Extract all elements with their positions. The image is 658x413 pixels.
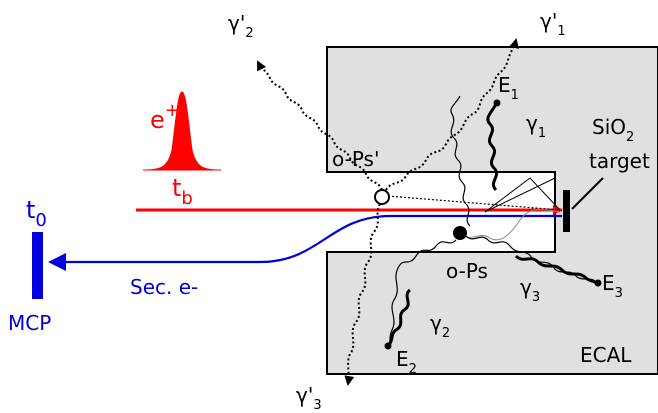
gamma-1-track-bold <box>486 103 499 192</box>
ops-diffusion-track <box>459 209 561 241</box>
ecal-inner-outline <box>327 171 555 253</box>
positron-pulse <box>142 91 222 171</box>
label-ecal: ECAL <box>580 343 632 367</box>
label-t0: t0 <box>26 196 47 231</box>
target-pointer-line <box>571 177 604 210</box>
label-gamma-prime-3: γ'3 <box>296 383 322 413</box>
reflection-lines <box>484 177 561 213</box>
gamma-1-track <box>450 95 471 227</box>
label-ops-prime: o-Ps' <box>332 147 379 171</box>
label-target: target <box>589 149 650 173</box>
label-gamma-prime-2: γ'2 <box>228 11 254 41</box>
gamma-3-track-bold <box>514 254 600 286</box>
ops-prime-track <box>387 195 561 211</box>
secondary-electron-path <box>60 214 562 264</box>
label-mcp: MCP <box>8 311 51 335</box>
label-gamma-2: γ2 <box>430 311 450 341</box>
gamma-2-track <box>387 239 457 347</box>
label-tb: tb <box>172 174 193 209</box>
sio2-target <box>563 190 570 232</box>
ops-marker <box>453 226 467 240</box>
label-sio2: SiO2 <box>592 115 634 145</box>
label-positron: e+ <box>150 100 180 134</box>
mcp-detector <box>32 232 43 299</box>
gamma-2-track-bold <box>386 288 412 348</box>
label-sec-e: Sec. e- <box>130 275 198 299</box>
label-e3: E3 <box>602 271 623 301</box>
label-ops: o-Ps <box>446 259 488 283</box>
label-e1: E1 <box>498 73 519 103</box>
e1-endpoint <box>493 99 501 107</box>
label-gamma-prime-1: γ'1 <box>540 9 566 39</box>
label-gamma-3: γ3 <box>520 275 540 305</box>
label-e2: E2 <box>396 347 417 377</box>
e2-endpoint <box>384 342 392 350</box>
secondary-electron-arrowhead <box>48 253 66 271</box>
label-gamma-1: γ1 <box>526 111 546 141</box>
gamma-prime-1-track <box>385 38 519 191</box>
e3-endpoint <box>594 279 602 287</box>
ops-prime-marker <box>374 189 390 205</box>
